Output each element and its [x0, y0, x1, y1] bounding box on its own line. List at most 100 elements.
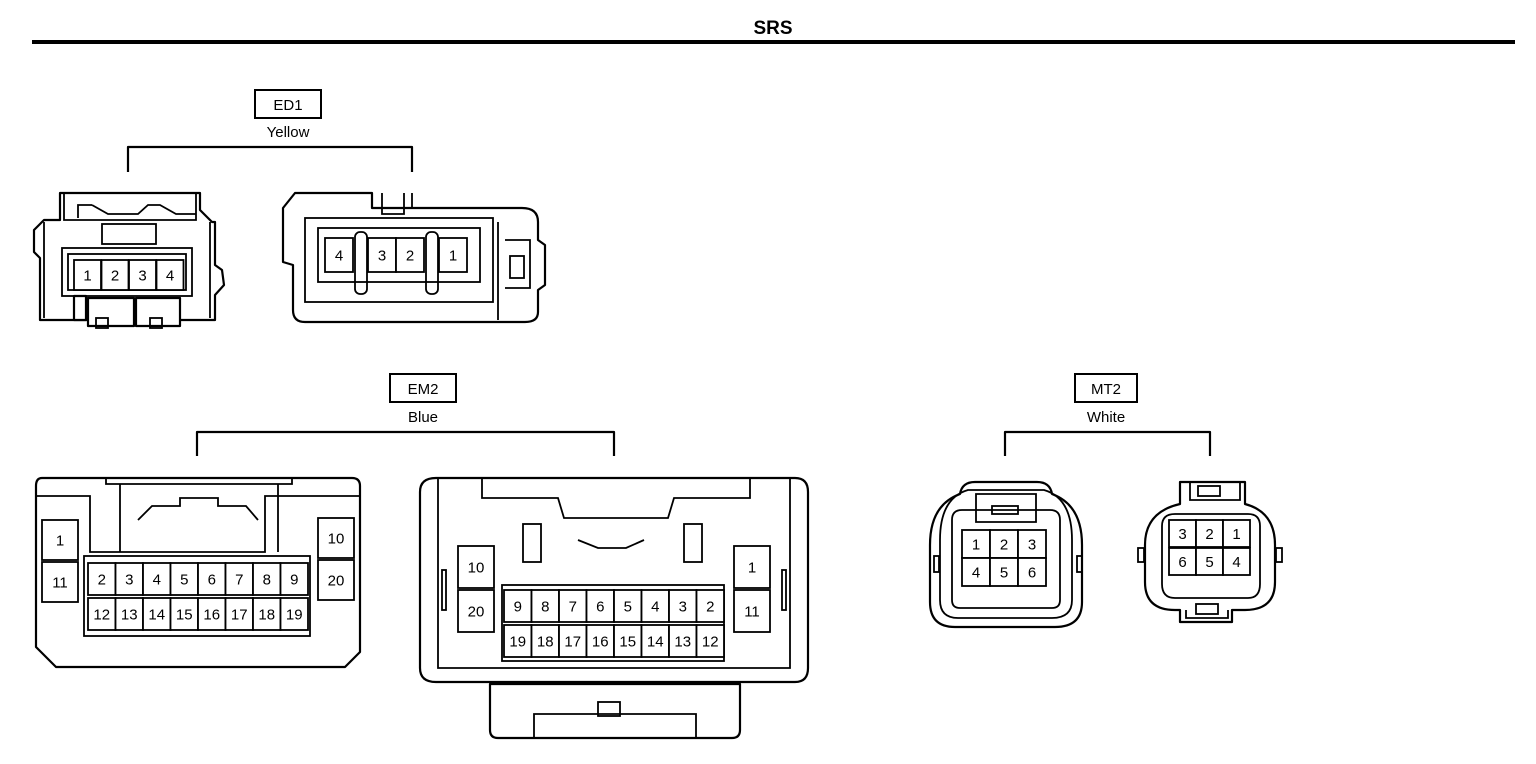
- pin-cell: 5: [613, 589, 643, 623]
- pin-cell: 17: [558, 624, 588, 658]
- pin-number: 3: [1028, 537, 1036, 554]
- pin-number: 2: [111, 268, 119, 285]
- pin-number: 15: [619, 634, 636, 651]
- pin-number: 6: [596, 599, 604, 616]
- pin-number: 4: [972, 565, 980, 582]
- pin-number: 6: [208, 572, 216, 589]
- pin-number: 5: [1000, 565, 1008, 582]
- pin-number: 11: [52, 575, 68, 592]
- pin-cell: 3: [668, 589, 698, 623]
- pin-cell: 13: [114, 597, 144, 631]
- pin-number: 19: [286, 607, 303, 624]
- pin-cell: 12: [695, 624, 725, 658]
- pin-number: 5: [624, 599, 632, 616]
- pin-cell: 12: [87, 597, 117, 631]
- pin-number: 15: [176, 607, 193, 624]
- pin-cell: 1: [438, 237, 468, 273]
- pin-number: 13: [121, 607, 138, 624]
- pin-cell: 14: [142, 597, 172, 631]
- pin-number: 18: [537, 634, 554, 651]
- pin-number: 1: [748, 560, 756, 577]
- connector-tag-mt2: [1074, 373, 1138, 403]
- pin-cell: 19: [279, 597, 309, 631]
- pin-cell: 4: [155, 259, 185, 291]
- pin-number: 7: [569, 599, 577, 616]
- connector-tag-em2: [389, 373, 457, 403]
- pin-cell: 4: [324, 237, 354, 273]
- pin-cell: 10: [457, 545, 495, 589]
- pin-cell: 17: [224, 597, 254, 631]
- pin-number: 1: [1232, 526, 1240, 543]
- pin-number: 1: [972, 537, 980, 554]
- pin-number: 16: [203, 607, 220, 624]
- pin-cell: 1: [41, 519, 79, 561]
- pin-number: 9: [290, 572, 298, 589]
- pin-number: 3: [125, 572, 133, 589]
- pin-number: 5: [180, 572, 188, 589]
- pin-cell: 15: [169, 597, 199, 631]
- pin-cell: 1: [733, 545, 771, 589]
- pin-cell: 13: [668, 624, 698, 658]
- pin-number: 18: [258, 607, 275, 624]
- pin-cell: 19: [503, 624, 533, 658]
- pin-number: 8: [263, 572, 271, 589]
- pin-cell: 6: [1168, 547, 1197, 576]
- pin-cell: 1: [1222, 519, 1251, 548]
- pin-cell: 8: [252, 562, 282, 596]
- pin-number: 2: [1205, 526, 1213, 543]
- pin-number: 4: [651, 599, 659, 616]
- pin-number: 19: [509, 634, 526, 651]
- pin-number: 16: [592, 634, 609, 651]
- connector-label-ed1: ED1: [273, 97, 302, 114]
- pin-number: 4: [153, 572, 161, 589]
- pin-number: 12: [702, 634, 719, 651]
- pin-cell: 7: [224, 562, 254, 596]
- pin-cell: 3: [128, 259, 157, 291]
- pin-number: 1: [83, 268, 91, 285]
- pin-cell: 1: [961, 529, 991, 559]
- pin-number: 13: [674, 634, 691, 651]
- pin-number: 2: [98, 572, 106, 589]
- pin-number: 6: [1178, 554, 1186, 571]
- pin-cell: 9: [503, 589, 533, 623]
- pin-number: 3: [679, 599, 687, 616]
- pin-cell: 20: [317, 559, 355, 601]
- pin-number: 4: [335, 248, 343, 265]
- pin-cell: 11: [733, 589, 771, 633]
- pin-cell: 20: [457, 589, 495, 633]
- pin-number: 17: [564, 634, 581, 651]
- pin-cell: 4: [1222, 547, 1251, 576]
- connector-bracket-em2: [195, 430, 616, 456]
- connector-bracket-ed1: [126, 145, 414, 172]
- pin-cell: 5: [989, 557, 1019, 587]
- pin-cell: 2: [395, 237, 425, 273]
- pin-cell: 14: [640, 624, 670, 658]
- pin-number: 10: [328, 531, 345, 548]
- pin-cell: 5: [169, 562, 199, 596]
- pin-number: 12: [93, 607, 110, 624]
- pin-cell: 4: [640, 589, 670, 623]
- pin-cell: 3: [1168, 519, 1197, 548]
- pin-number: 20: [328, 573, 345, 590]
- pin-cell: 4: [142, 562, 172, 596]
- pin-number: 14: [148, 607, 165, 624]
- pin-cell: 5: [1195, 547, 1224, 576]
- pin-cell: 15: [613, 624, 643, 658]
- pin-cell: 1: [73, 259, 102, 291]
- pin-cell: 6: [585, 589, 615, 623]
- pin-cell: 10: [317, 517, 355, 559]
- pin-cell: 7: [558, 589, 588, 623]
- pin-number: 3: [138, 268, 146, 285]
- connector-bracket-mt2: [1003, 430, 1212, 456]
- pin-number: 1: [449, 248, 457, 265]
- pin-cell: 8: [530, 589, 560, 623]
- pin-number: 14: [647, 634, 664, 651]
